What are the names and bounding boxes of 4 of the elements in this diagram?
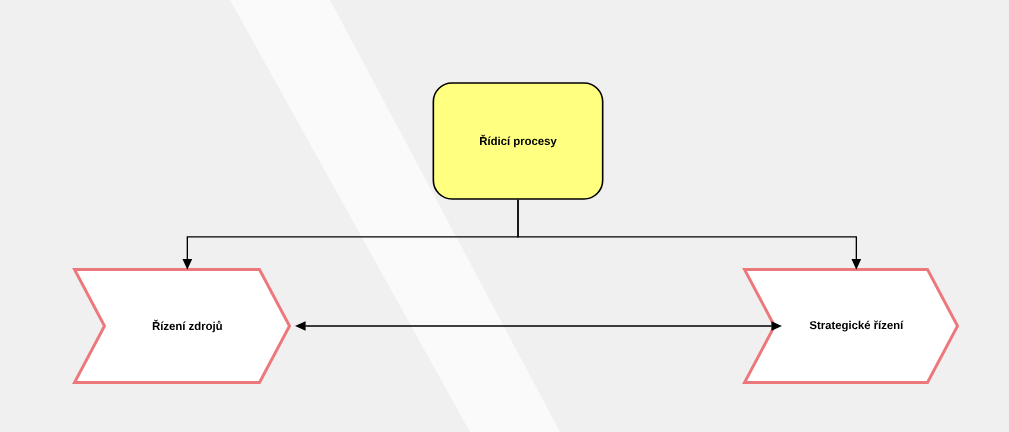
process-chevron: Řízení zdrojů — [72, 268, 292, 384]
process-chevron: Strategické řízení — [742, 268, 960, 384]
arrow — [295, 321, 782, 331]
process-box: Řídicí procesy — [432, 82, 604, 200]
